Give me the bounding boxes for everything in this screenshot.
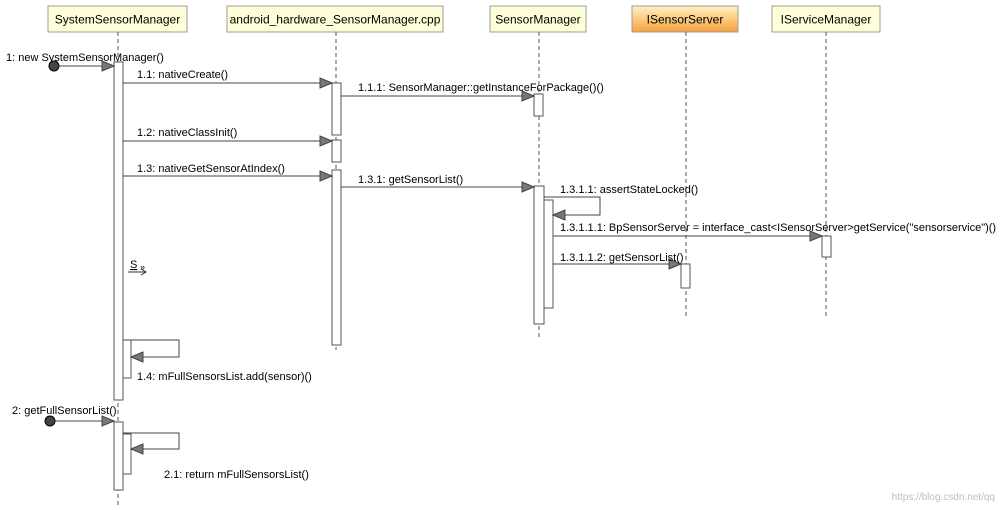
message-label: 1.4: mFullSensorsList.add(sensor)() (137, 371, 312, 383)
participant-label: ISensorServer (647, 13, 724, 27)
message-label: 1.1: nativeCreate() (137, 69, 228, 81)
participant-label: SensorManager (495, 13, 580, 27)
activation-bar (533, 93, 544, 117)
arrowhead (129, 351, 144, 363)
message-1-1-1[interactable]: 1.1.1: SensorManager::getInstanceForPack… (341, 82, 604, 102)
activation-bar (113, 421, 124, 491)
loop-marker-label: S (130, 259, 137, 271)
participant-isensor-server[interactable]: ISensorServer (631, 5, 739, 33)
arrowhead (319, 77, 334, 89)
loop-marker: S » (128, 259, 147, 276)
message-1-3-1-1-1[interactable]: 1.3.1.1.1: BpSensorServer = interface_ca… (553, 222, 996, 242)
participant-android-hardware-sensor-manager-cpp[interactable]: android_hardware_SensorManager.cpp (226, 5, 444, 33)
message-label: 1.1.1: SensorManager::getInstanceForPack… (358, 82, 604, 94)
message-label: 1: new SystemSensorManager() (6, 52, 164, 64)
arrowhead (319, 170, 334, 182)
participant-box (631, 5, 739, 33)
arrowhead (521, 181, 536, 193)
participant-iservice-manager[interactable]: IServiceManager (771, 5, 881, 33)
participant-box (47, 5, 188, 33)
arrowhead (668, 258, 683, 270)
message-1-1[interactable]: 1.1: nativeCreate() (123, 69, 334, 89)
message-label: 1.3: nativeGetSensorAtIndex() (137, 163, 285, 175)
participant-label: android_hardware_SensorManager.cpp (230, 13, 441, 27)
activation-bar (122, 433, 132, 475)
arrowhead (809, 230, 824, 242)
message-1-2[interactable]: 1.2: nativeClassInit() (123, 127, 334, 147)
arrowhead (101, 415, 116, 427)
message-label: 2.1: return mFullSensorsList() (164, 469, 309, 481)
arrowhead (319, 135, 334, 147)
loop-chevron-icon: » (140, 262, 145, 272)
participant-box (489, 5, 587, 33)
watermark: https://blog.csdn.net/qq (892, 492, 995, 503)
message-2[interactable]: 2: getFullSensorList() (12, 405, 117, 427)
message-1-3-1-1-2[interactable]: 1.3.1.1.2: getSensorList() (553, 252, 684, 270)
message-label: 1.3.1.1.1: BpSensorServer = interface_ca… (560, 222, 996, 234)
loop-arrow-icon (128, 268, 147, 276)
activation-bar (331, 139, 342, 163)
participant-system-sensor-manager[interactable]: SystemSensorManager (47, 5, 188, 33)
arrowhead (101, 60, 116, 72)
message-label: 2: getFullSensorList() (12, 405, 117, 417)
message-label: 1.2: nativeClassInit() (137, 127, 237, 139)
participant-sensor-manager[interactable]: SensorManager (489, 5, 587, 33)
message-1-4[interactable]: 1.4: mFullSensorsList.add(sensor)() (123, 339, 312, 383)
activation-bar (331, 169, 342, 346)
activation-bar (543, 199, 554, 309)
arrowhead (521, 90, 536, 102)
activation-bar (821, 235, 832, 258)
participant-box (226, 5, 444, 33)
arrowhead (129, 443, 144, 455)
message-1-3[interactable]: 1.3: nativeGetSensorAtIndex() (123, 163, 334, 182)
activation-bar (331, 82, 342, 136)
activation-bar (680, 263, 691, 289)
participant-label: SystemSensorManager (55, 13, 180, 27)
activation-bar (533, 185, 545, 325)
activation-bar (122, 339, 132, 379)
message-label: 1.3.1: getSensorList() (358, 174, 463, 186)
activation-bar (113, 61, 124, 401)
arrowhead (551, 209, 566, 221)
message-1-3-1[interactable]: 1.3.1: getSensorList() (341, 174, 536, 193)
message-1[interactable]: 1: new SystemSensorManager() (6, 52, 164, 72)
message-label: 1.3.1.1: assertStateLocked() (560, 184, 698, 196)
message-label: 1.3.1.1.2: getSensorList() (560, 252, 684, 264)
participant-label: IServiceManager (781, 13, 872, 27)
message-1-3-1-1[interactable]: 1.3.1.1: assertStateLocked() (544, 184, 698, 221)
message-2-1[interactable]: 2.1: return mFullSensorsList() (123, 432, 309, 481)
